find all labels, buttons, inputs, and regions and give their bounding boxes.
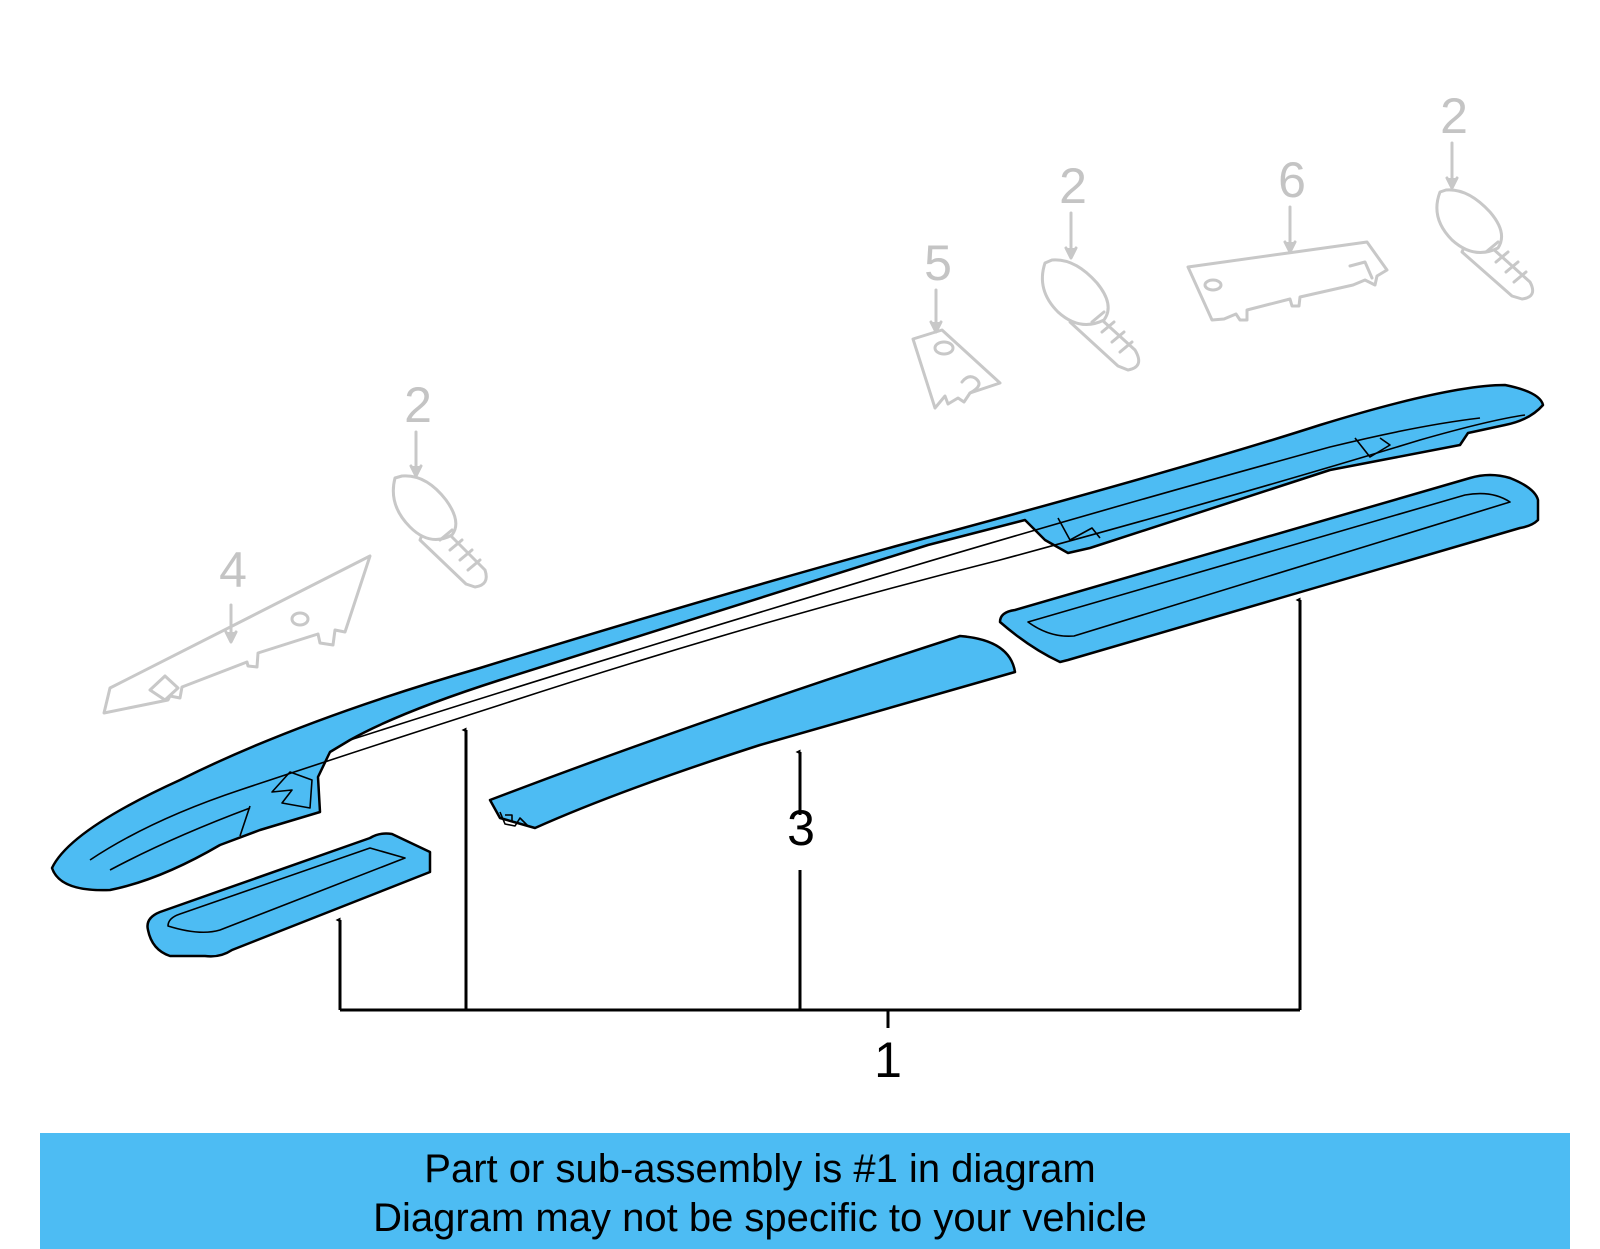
callout-5-label: 5 bbox=[924, 235, 952, 291]
callout-2-label: 2 bbox=[1059, 158, 1087, 214]
callout-4-label: 4 bbox=[219, 542, 247, 598]
right-end-cap bbox=[998, 473, 1540, 664]
banner-line-1: Part or sub-assembly is #1 in diagram bbox=[424, 1147, 1096, 1191]
part-2-bolt-middle bbox=[1040, 258, 1141, 372]
info-banner: Part or sub-assembly is #1 in diagram Di… bbox=[40, 1133, 1570, 1249]
part-3-center-cover bbox=[488, 634, 1017, 830]
callout-2-label: 2 bbox=[1440, 88, 1468, 144]
roof-rail bbox=[50, 383, 1545, 892]
part-2-bolt-left bbox=[391, 474, 488, 589]
part-4-bracket bbox=[102, 554, 372, 715]
callout-3-label: 3 bbox=[787, 800, 815, 856]
part-5-clip bbox=[911, 328, 1002, 410]
callout-6-label: 6 bbox=[1278, 152, 1306, 208]
left-end-cap bbox=[146, 832, 432, 958]
part-6-bracket bbox=[1186, 240, 1389, 322]
banner-line-2: Diagram may not be specific to your vehi… bbox=[373, 1196, 1147, 1240]
callout-2-label: 2 bbox=[404, 377, 432, 433]
part-2-bolt-right bbox=[1435, 188, 1535, 301]
callout-1-label: 1 bbox=[874, 1032, 902, 1088]
